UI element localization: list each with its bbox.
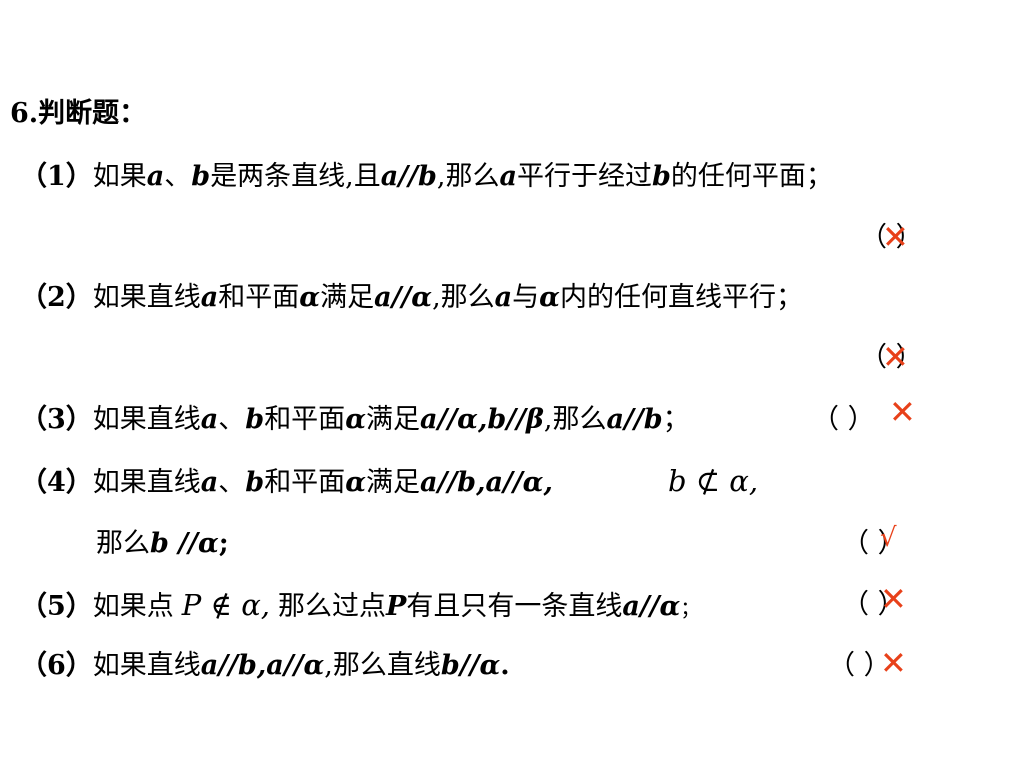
wrong-mark-icon: ✕ <box>882 218 909 256</box>
item-number: （2） <box>20 282 93 313</box>
item-number: （1） <box>20 161 93 192</box>
item-3: （3）如果直线a、b和平面α满足a//α,b//β,那么a//b； <box>20 404 690 435</box>
answer-paren-5: （ ） <box>842 589 905 620</box>
item-1: （1）如果a、b是两条直线,且a//b,那么a平行于经过b的任何平面； <box>20 161 833 192</box>
formula-b-not-subset-alpha: b ⊄ α, <box>668 464 759 498</box>
wrong-mark-icon: ✕ <box>882 338 909 376</box>
question-title: 6.判断题： <box>10 98 147 129</box>
check-mark-icon: √ <box>880 523 897 553</box>
answer-paren-2: （ ） <box>860 342 923 373</box>
item-number: （4） <box>20 467 93 498</box>
item-number: （6） <box>20 650 93 681</box>
wrong-mark-icon: ✕ <box>889 393 916 431</box>
item-4: （4）如果直线a、b和平面α满足a//b,a//α, <box>20 467 553 498</box>
item-4-continuation: 那么b //α; <box>96 528 229 559</box>
item-number: （5） <box>20 591 93 622</box>
answer-paren-4: （ ） <box>842 528 905 559</box>
item-6: （6）如果直线a//b,a//α,那么直线b//α. <box>20 650 510 681</box>
item-2: （2）如果直线a和平面α满足a//α,那么a与α内的任何直线平行； <box>20 282 803 313</box>
item-number: （3） <box>20 404 93 435</box>
answer-paren-1: （ ） <box>860 222 923 253</box>
wrong-mark-icon: ✕ <box>880 580 907 618</box>
formula-p-not-in-alpha: P ∉ α, <box>181 588 271 622</box>
answer-paren-3: （ ） <box>812 404 875 435</box>
answer-paren-6: （ ） <box>828 650 891 681</box>
wrong-mark-icon: ✕ <box>880 644 907 682</box>
